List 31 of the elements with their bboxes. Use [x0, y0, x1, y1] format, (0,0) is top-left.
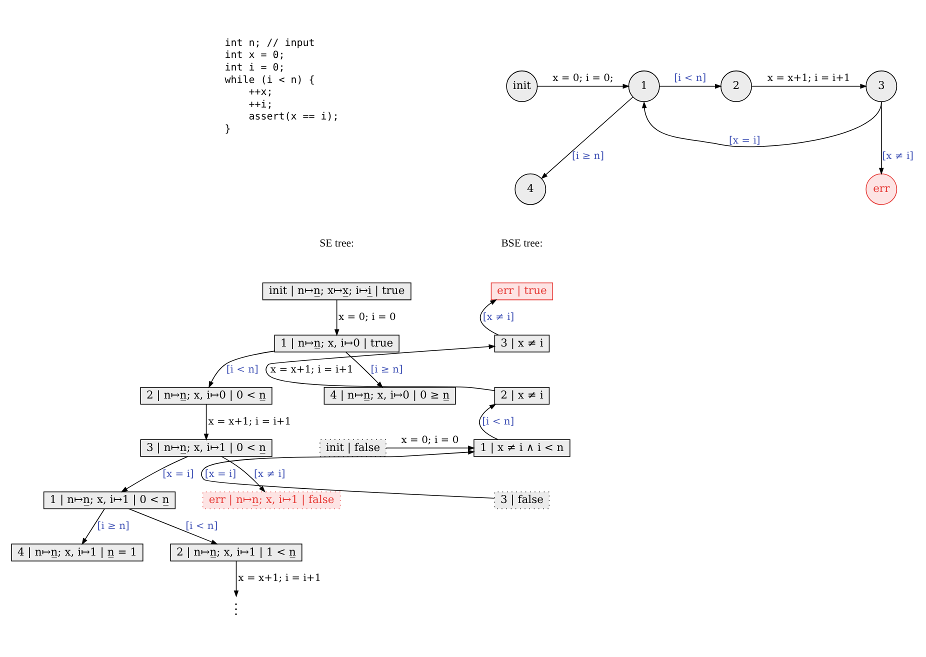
edge-label: [i < n] — [186, 520, 218, 532]
label: SE tree: — [320, 237, 354, 250]
edge-label: [x = i] — [728, 135, 760, 146]
edge-label: x = 0; i = 0 — [401, 434, 459, 446]
label: ++x; — [248, 86, 273, 98]
label: assert(x == i); — [248, 111, 339, 122]
edge-label: x = x+1; i = i+1 — [270, 364, 354, 375]
label: int x = 0; — [224, 50, 285, 61]
edge-label: x = x+1; i = i+1 — [767, 72, 850, 84]
edge-label: x = 0; i = 0; — [552, 72, 614, 84]
label: while (i < n) { — [224, 74, 315, 86]
label: } — [224, 123, 231, 134]
edge-label: [x = i] — [204, 468, 236, 480]
edge-label: [i ≥ n] — [97, 520, 130, 532]
label: ++i; — [248, 98, 273, 110]
edge-label: [i < n] — [674, 72, 706, 84]
edge-label: x = x+1; i = i+1 — [238, 572, 322, 584]
edge-label: [i ≥ n] — [370, 364, 403, 375]
edge-label: [x = i] — [162, 468, 194, 480]
label: int n; // input — [224, 37, 315, 48]
edge-label: [i < n] — [226, 364, 258, 375]
edge-label: [x ≠ i] — [882, 150, 914, 162]
label: BSE tree: — [501, 237, 543, 250]
edge-label: [x ≠ i] — [482, 312, 514, 323]
edge-label: [i < n] — [482, 416, 514, 428]
node-text: ⋮ — [229, 600, 244, 617]
edge-label: x = x+1; i = i+1 — [208, 416, 292, 428]
edge-label: x = 0; i = 0 — [338, 312, 396, 323]
edge-label: [x ≠ i] — [254, 468, 286, 480]
edge-label: [i ≥ n] — [572, 150, 604, 162]
label: int i = 0; — [224, 62, 285, 73]
